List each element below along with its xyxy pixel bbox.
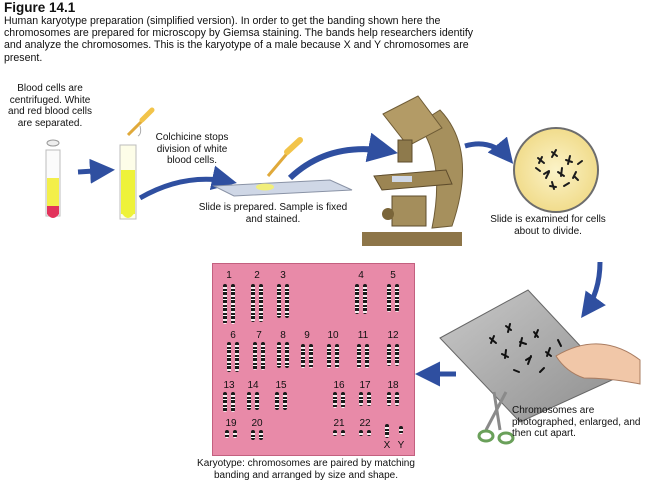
karyotype-number-10: 10 <box>327 330 339 341</box>
hand-icon <box>555 343 641 385</box>
figure-caption: Human karyotype preparation (simplified … <box>4 15 474 64</box>
karyotype-number-15: 15 <box>275 380 287 391</box>
karyotype-chromosome-4 <box>355 284 359 314</box>
karyotype-chromosome-20 <box>251 430 255 440</box>
karyotype-chromosome-14 <box>247 392 251 410</box>
karyotype-number-8: 8 <box>280 330 286 341</box>
slide-dropper-icon <box>266 137 303 177</box>
karyotype-number-9: 9 <box>304 330 310 341</box>
step-photograph-label: Chromosomes are photographed, enlarged, … <box>512 405 641 439</box>
karyotype-number-X: X <box>383 440 391 451</box>
karyotype-number-21: 21 <box>333 418 345 429</box>
figure-title: Figure 14.1 <box>4 0 76 15</box>
karyotype-chromosome-19 <box>233 430 237 438</box>
karyotype-chromosome-15 <box>283 392 287 410</box>
karyotype-chromosome-4 <box>363 284 367 314</box>
arrow-3 <box>287 132 398 181</box>
step-examine-label: Slide is examined for cells about to div… <box>490 214 606 237</box>
step-slide-label: Slide is prepared. Sample is fixed and s… <box>198 202 348 225</box>
karyotype-chromosome-16 <box>333 392 337 408</box>
karyotype-number-13: 13 <box>223 380 235 391</box>
karyotype-chromosome-17 <box>367 392 371 406</box>
karyotype-chromosome-7 <box>253 342 257 370</box>
karyotype-chromosome-12 <box>395 344 399 366</box>
karyotype-number-16: 16 <box>333 380 345 391</box>
photo-chromosomes <box>489 323 562 373</box>
karyotype-number-12: 12 <box>387 330 399 341</box>
arrow-1 <box>77 158 115 184</box>
karyotype-chromosome-21 <box>341 430 345 436</box>
karyotype-number-7: 7 <box>256 330 262 341</box>
karyotype-chromosome-22 <box>367 430 371 436</box>
karyotype-number-17: 17 <box>359 380 371 391</box>
karyotype-number-6: 6 <box>230 330 236 341</box>
karyotype-chromosome-3 <box>277 284 281 318</box>
karyotype-chromosome-13 <box>223 392 227 412</box>
karyotype-chromosome-12 <box>387 344 391 366</box>
karyotype-number-Y: Y <box>397 440 405 451</box>
step-karyotype-label: Karyotype: chromosomes are paired by mat… <box>197 458 415 481</box>
karyotype-chromosome-X <box>385 424 389 438</box>
karyotype-number-1: 1 <box>226 270 232 281</box>
karyotype-chromosome-5 <box>395 284 399 312</box>
karyotype-chromosome-10 <box>335 344 339 368</box>
karyotype-number-18: 18 <box>387 380 399 391</box>
karyotype-chromosome-1 <box>223 284 227 324</box>
slide-icon <box>212 179 353 197</box>
cell-chromosomes <box>535 149 583 190</box>
karyotype-chromosome-6 <box>227 342 231 372</box>
karyotype-chromosome-1 <box>231 284 235 324</box>
arrow-4 <box>464 136 514 164</box>
karyotype-number-3: 3 <box>280 270 286 281</box>
scissors-icon <box>477 391 515 445</box>
karyotype-chromosome-2 <box>251 284 255 322</box>
karyotype-chromosome-11 <box>365 344 369 368</box>
karyotype-chromosome-14 <box>255 392 259 410</box>
karyotype-number-4: 4 <box>358 270 364 281</box>
blood-tube-icon <box>45 149 61 218</box>
karyotype-chromosome-8 <box>285 342 289 368</box>
karyotype-number-2: 2 <box>254 270 260 281</box>
karyotype-chromosome-5 <box>387 284 391 312</box>
karyotype-chromosome-9 <box>301 344 305 368</box>
karyotype-chromosome-Y <box>399 426 403 434</box>
arrow-2 <box>138 165 237 201</box>
karyotype-chromosome-21 <box>333 430 337 436</box>
karyotype-chromosome-18 <box>387 392 391 406</box>
arrow-5 <box>581 261 606 319</box>
karyotype-chromosome-18 <box>395 392 399 406</box>
karyotype-chromosome-11 <box>357 344 361 368</box>
karyotype-chromosome-8 <box>277 342 281 368</box>
karyotype-number-14: 14 <box>247 380 259 391</box>
karyotype-number-5: 5 <box>390 270 396 281</box>
step-colchicine-label: Colchicine stops division of white blood… <box>155 132 229 166</box>
microscope-icon <box>362 95 464 246</box>
karyotype-chromosome-10 <box>327 344 331 368</box>
karyotype-chromosome-6 <box>235 342 239 372</box>
step-blood-label: Blood cells are centrifuged. White and r… <box>8 83 92 129</box>
karyotype-chromosome-13 <box>231 392 235 412</box>
karyotype-chromosome-9 <box>309 344 313 368</box>
karyotype-chromosome-22 <box>359 430 363 436</box>
karyotype-chromosome-15 <box>275 392 279 410</box>
karyotype-chromosome-17 <box>359 392 363 406</box>
karyotype-chromosome-7 <box>261 342 265 370</box>
dividing-cell-view <box>513 127 599 213</box>
karyotype-number-11: 11 <box>357 330 369 341</box>
karyotype-chromosome-19 <box>225 430 229 438</box>
karyotype-chromosome-2 <box>259 284 263 322</box>
dropper-icon <box>126 107 155 137</box>
karyotype-number-19: 19 <box>225 418 237 429</box>
karyotype-number-20: 20 <box>251 418 263 429</box>
karyotype-number-22: 22 <box>359 418 371 429</box>
karyotype-chromosome-20 <box>259 430 263 440</box>
tube-cap-icon <box>46 139 60 147</box>
colchicine-tube-icon <box>119 144 137 220</box>
karyotype-chromosome-3 <box>285 284 289 318</box>
karyotype-chromosome-16 <box>341 392 345 408</box>
